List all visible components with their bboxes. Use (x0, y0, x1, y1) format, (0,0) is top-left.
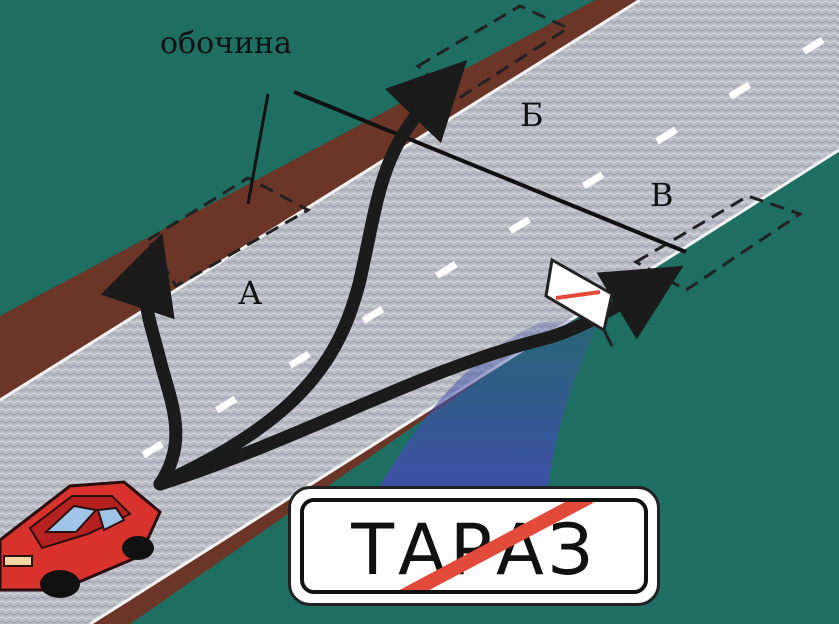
city-limit-sign: ТАРАЗ (288, 486, 660, 606)
city-limit-sign-frame: ТАРАЗ (300, 498, 648, 594)
shoulder-leader-line (246, 93, 270, 205)
zone-label-v: В (650, 176, 674, 214)
trajectory-arrow-left (100, 232, 183, 491)
zone-label-b: Б (520, 96, 544, 134)
red-car (0, 480, 162, 598)
sign-beam (380, 318, 602, 486)
zone-divider-line (293, 90, 687, 254)
zone-label-a: А (238, 274, 263, 312)
roadside-sign-end-of-town (544, 257, 614, 347)
center-dashed-line (68, 27, 839, 503)
road-edge-line (0, 0, 641, 402)
shoulder-label: обочина (160, 26, 292, 61)
trajectory-arrow-top (153, 59, 468, 491)
